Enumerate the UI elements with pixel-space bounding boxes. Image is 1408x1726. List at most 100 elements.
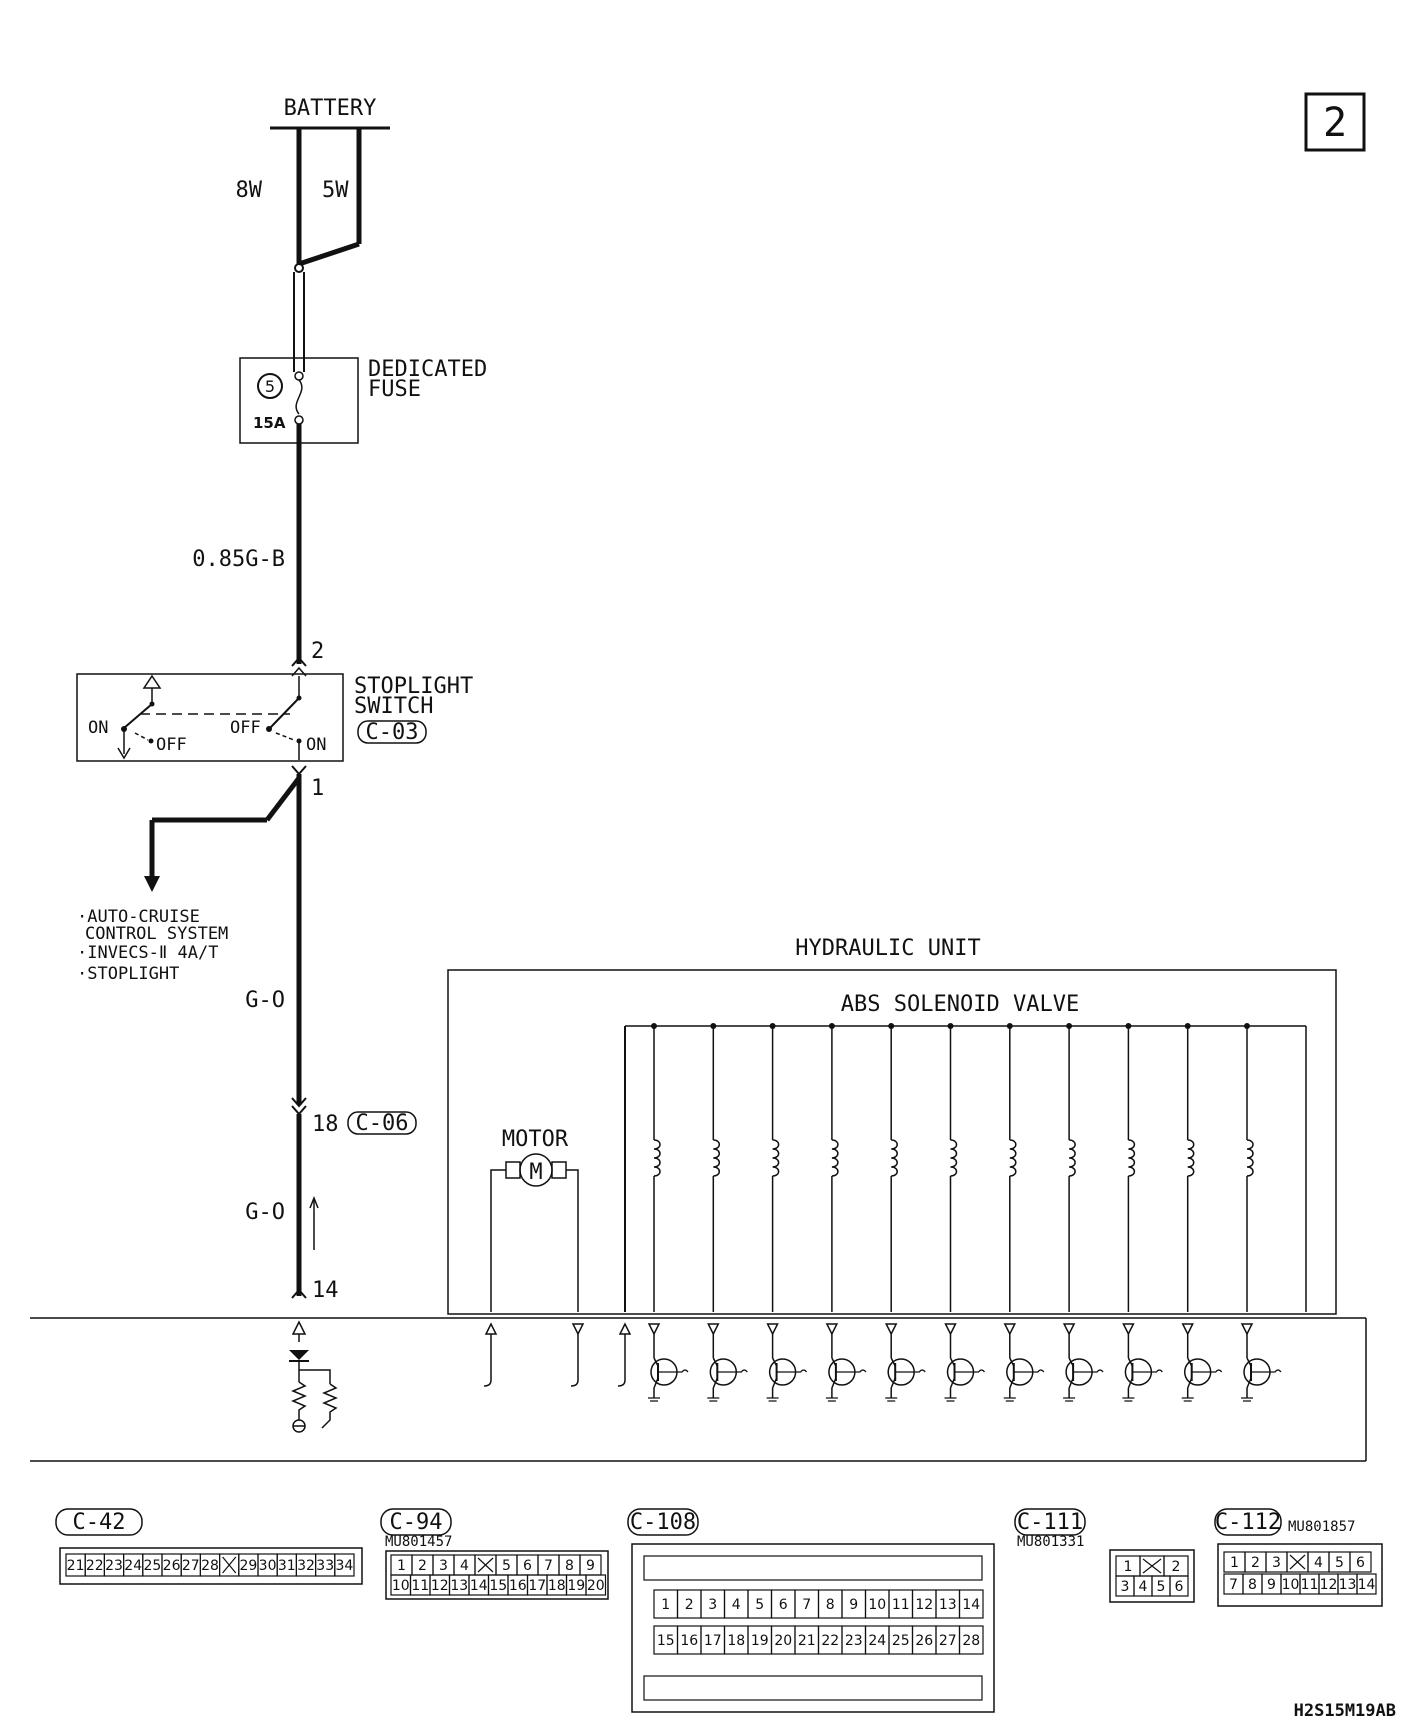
c94-pin-6: 6: [523, 1558, 532, 1574]
switch-pin-1: 1: [311, 776, 324, 801]
motor-label: MOTOR: [502, 1127, 569, 1152]
c94-pin-2: 2: [418, 1558, 427, 1574]
c108-latch-top: [643, 1555, 983, 1581]
c108-pin-25: 25: [892, 1633, 910, 1649]
c108-pin-13: 13: [939, 1597, 957, 1613]
hydraulic-unit: HYDRAULIC UNIT ABS SOLENOID VALVE: [447, 936, 1337, 1315]
c112-part-number: MU801857: [1288, 1519, 1355, 1535]
solenoid-coil-icon: [713, 1139, 721, 1177]
c108-pin-8: 8: [826, 1597, 835, 1613]
c94-pin-7: 7: [544, 1558, 553, 1574]
c112-pin-12: 12: [1320, 1577, 1338, 1593]
transistor-leads: [1187, 1357, 1193, 1389]
c108-pin-3: 3: [708, 1597, 717, 1613]
c111-pin-2: 2: [1172, 1559, 1181, 1575]
page-number-box: 2: [1304, 92, 1366, 152]
c42-pin-27: 27: [182, 1558, 200, 1574]
wire-switch-to-ecu: 1 G-O 18 C-06 G-O 14: [144, 765, 417, 1303]
ground-icon: [944, 1397, 957, 1402]
ecu-pin-marker: [1122, 1323, 1135, 1336]
solenoid-coil-icon: [891, 1139, 898, 1177]
abs-ecu: [30, 1317, 1367, 1462]
ground-icon: [1003, 1397, 1016, 1402]
transistor-leads: [1009, 1357, 1015, 1389]
c108-latch-bottom: [643, 1675, 983, 1701]
c108-pin-4: 4: [732, 1597, 741, 1613]
solenoid-valve-1: [647, 1023, 689, 1402]
switch-label-line1: STOPLIGHT: [354, 674, 473, 699]
right-off-label: OFF: [230, 718, 261, 738]
solenoid-valve-11: [1240, 1023, 1282, 1402]
hydraulic-unit-title: HYDRAULIC UNIT: [795, 936, 980, 961]
c94-pin-8: 8: [565, 1558, 574, 1574]
c108-pin-27: 27: [939, 1633, 957, 1649]
solenoid-coil-icon: [1069, 1139, 1076, 1177]
c111-name: C-111: [1017, 1510, 1083, 1535]
transistor-leads: [1246, 1357, 1252, 1389]
c94-pin-1: 1: [397, 1558, 406, 1574]
c108-pin-5: 5: [755, 1597, 764, 1613]
solenoid-valve-5: [884, 1023, 926, 1402]
c108-pin-14: 14: [962, 1597, 980, 1613]
c94-pin-10: 10: [392, 1578, 410, 1594]
fuse-label-line1: DEDICATED: [368, 357, 487, 382]
ground-icon: [1063, 1397, 1076, 1402]
wire-go-label-lower: G-O: [245, 1200, 285, 1225]
branch-dest-4: ·STOPLIGHT: [77, 964, 179, 984]
ecu-pin-marker: [825, 1323, 839, 1336]
c108-pin-9: 9: [849, 1597, 858, 1613]
fuse-number: 5: [265, 377, 275, 396]
ecu-stoplight-input: [289, 1320, 338, 1433]
c94-pin-12: 12: [431, 1578, 449, 1594]
switch-label-line2: SWITCH: [354, 694, 433, 719]
pump-motor: MOTOR M: [490, 1127, 579, 1312]
solenoid-coil-icon: [1187, 1139, 1195, 1177]
ecu-pin-marker: [884, 1323, 898, 1336]
c108-pin-1: 1: [661, 1597, 670, 1613]
c112-pin-9: 9: [1267, 1577, 1276, 1593]
c108-pin-16: 16: [680, 1633, 698, 1649]
ecu-pin-marker: [707, 1323, 720, 1336]
c108-pin-2: 2: [685, 1597, 694, 1613]
transistor-leads: [653, 1357, 659, 1389]
c112-pin-10: 10: [1282, 1577, 1300, 1593]
transistor-drive: [1132, 1369, 1163, 1373]
c94-part-number: MU801457: [385, 1534, 452, 1550]
empty-cavity-icon: [477, 1557, 494, 1573]
c108-pin-24: 24: [868, 1633, 886, 1649]
c42-pin-32: 32: [297, 1558, 315, 1574]
c42-pin-29: 29: [239, 1558, 257, 1574]
c112-cell: [1349, 1551, 1372, 1573]
abs-solenoid-valves: [647, 1023, 1282, 1402]
c94-pin-13: 13: [450, 1578, 468, 1594]
c108-pin-6: 6: [779, 1597, 788, 1613]
ground-icon: [707, 1397, 720, 1402]
wire-8w-label: 8W: [236, 178, 263, 203]
c108-pin-28: 28: [962, 1633, 980, 1649]
motor-symbol: M: [529, 1160, 542, 1185]
switch-pin-2: 2: [311, 639, 324, 664]
transistor-drive: [1191, 1369, 1223, 1373]
c112-pin-2: 2: [1251, 1555, 1260, 1571]
wire-go-label-upper: G-O: [245, 988, 285, 1013]
c94-pin-3: 3: [439, 1558, 448, 1574]
switch-connector-c03: C-03: [366, 720, 419, 745]
c42-cell: [334, 1553, 355, 1577]
ecu-pin-marker: [1240, 1323, 1254, 1336]
c42-pin-33: 33: [316, 1558, 334, 1574]
c112-pin-1: 1: [1230, 1555, 1239, 1571]
ecu-pin-marker: [1003, 1323, 1017, 1336]
branch-dest-1: ·AUTO-CRUISE: [77, 907, 200, 927]
transistor-leads: [890, 1357, 896, 1389]
empty-cavity-icon: [222, 1556, 237, 1574]
battery-label: BATTERY: [284, 96, 377, 121]
transistor-leads: [771, 1357, 778, 1389]
transistor-leads: [949, 1357, 956, 1389]
c108-pin-17: 17: [704, 1633, 722, 1649]
c94-pin-17: 17: [528, 1578, 546, 1594]
c111-pin-5: 5: [1157, 1579, 1166, 1595]
dedicated-fuse: 5 15A DEDICATED FUSE: [239, 357, 487, 444]
